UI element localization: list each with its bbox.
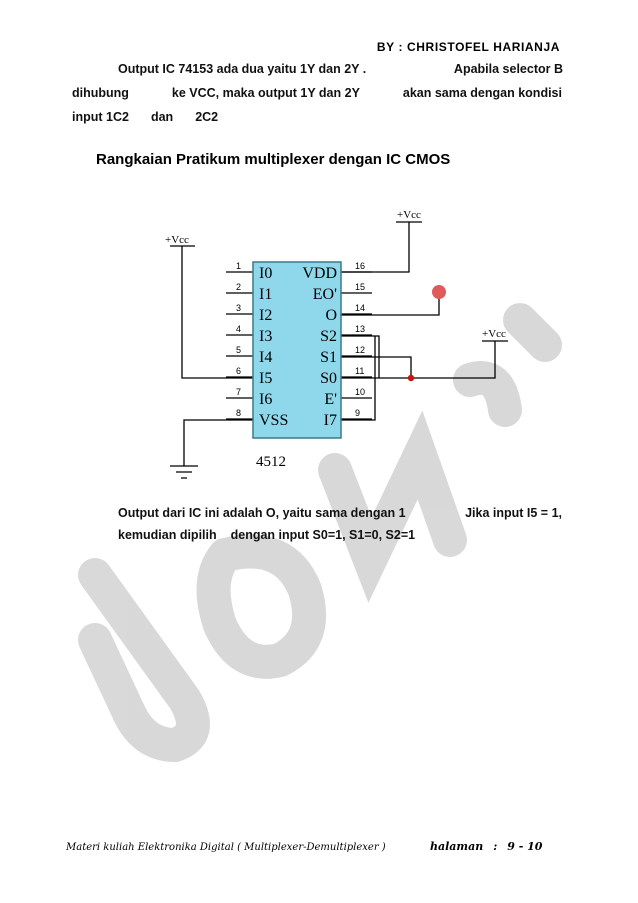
pin-name: VSS bbox=[259, 412, 288, 429]
output-text: dengan input S0=1, S1=0, S2=1 bbox=[230, 528, 416, 542]
wire-output-o bbox=[340, 335, 380, 378]
pin-name: VDD bbox=[302, 265, 337, 282]
wire-vss bbox=[183, 419, 253, 466]
pin-number: 11 bbox=[355, 366, 364, 376]
pin-name: I2 bbox=[259, 307, 272, 324]
pin-number: 2 bbox=[236, 282, 241, 292]
paragraph-text: dan bbox=[150, 110, 174, 124]
output-text: Output dari IC ini adalah O, yaitu sama … bbox=[118, 506, 406, 520]
wire-s0 bbox=[340, 341, 496, 379]
pin-name: I3 bbox=[259, 328, 272, 345]
pin-name: E' bbox=[324, 391, 337, 408]
output-line-1: Output dari IC ini adalah O, yaitu sama … bbox=[118, 506, 562, 520]
pin-number: 16 bbox=[355, 261, 365, 271]
vcc-label-right: +Vcc bbox=[482, 328, 506, 340]
pin-name: EO' bbox=[313, 286, 337, 303]
pin-name: I4 bbox=[259, 349, 272, 366]
paragraph-text: Apabila selector B bbox=[453, 62, 563, 76]
pin-lines bbox=[226, 271, 372, 420]
pin-name: I1 bbox=[259, 286, 272, 303]
footer-page-value: 9 - 10 bbox=[507, 840, 543, 853]
pin-number: 3 bbox=[236, 303, 241, 313]
output-line-2: kemudian dipilih dengan input S0=1, S1=0… bbox=[118, 528, 415, 542]
pin-number: 15 bbox=[355, 282, 365, 292]
section-heading: Rangkaian Pratikum multiplexer dengan IC… bbox=[96, 151, 451, 168]
wire-e-i7 bbox=[340, 336, 376, 421]
wire-led bbox=[340, 298, 440, 316]
ic-label: 4512 bbox=[256, 454, 286, 470]
footer-course-title: Materi kuliah Elektronika Digital ( Mult… bbox=[66, 842, 386, 853]
paragraph-line-2: dihubung ke VCC, maka output 1Y dan 2Y a… bbox=[72, 86, 562, 100]
pin-number: 5 bbox=[236, 345, 241, 355]
paragraph-line-1: Output IC 74153 ada dua yaitu 1Y dan 2Y … bbox=[118, 62, 563, 76]
wire-vcc-left bbox=[181, 246, 253, 379]
pin-number: 6 bbox=[236, 366, 241, 376]
footer-page-number: halaman : 9 - 10 bbox=[430, 840, 542, 853]
pin-number: 10 bbox=[355, 387, 365, 397]
led-indicator bbox=[432, 285, 446, 299]
paragraph-text: Output IC 74153 ada dua yaitu 1Y dan 2Y … bbox=[118, 62, 367, 76]
paragraph-text: 2C2 bbox=[195, 110, 219, 124]
pin-number: 12 bbox=[355, 345, 365, 355]
pin-name: I0 bbox=[259, 265, 272, 282]
pin-number: 8 bbox=[236, 408, 241, 418]
output-text: kemudian dipilih bbox=[118, 528, 217, 542]
ground-symbol bbox=[170, 465, 198, 479]
ic-body bbox=[252, 261, 342, 439]
pin-number: 1 bbox=[236, 261, 241, 271]
author-header: BY : CHRISTOFEL HARIANJA bbox=[376, 40, 560, 54]
wire-junction bbox=[407, 374, 415, 382]
pin-number: 14 bbox=[355, 303, 365, 313]
output-text: Jika input I5 = 1, bbox=[465, 506, 562, 520]
paragraph-text: akan sama dengan kondisi bbox=[402, 86, 562, 100]
pin-number: 9 bbox=[355, 408, 360, 418]
pin-name: I5 bbox=[259, 370, 272, 387]
footer-page-separator: : bbox=[493, 840, 498, 853]
pin-number: 13 bbox=[355, 324, 365, 334]
pin-name: S1 bbox=[320, 349, 337, 366]
footer-page-label: halaman bbox=[430, 840, 484, 853]
pin-number: 7 bbox=[236, 387, 241, 397]
pin-name: I7 bbox=[324, 412, 337, 429]
pin-name: S0 bbox=[320, 370, 337, 387]
vcc-label-top: +Vcc bbox=[397, 209, 421, 221]
wire-vcc-top bbox=[340, 222, 410, 273]
circuit-wires bbox=[170, 221, 508, 479]
paragraph-text: input 1C2 bbox=[72, 110, 129, 124]
paragraph-text: ke VCC, maka output 1Y dan 2Y bbox=[171, 86, 360, 100]
pin-number: 4 bbox=[236, 324, 241, 334]
pin-name: S2 bbox=[320, 328, 337, 345]
pin-name: I6 bbox=[259, 391, 272, 408]
wire-s2-junction bbox=[340, 356, 412, 378]
paragraph-line-3: input 1C2 dan 2C2 bbox=[72, 110, 218, 124]
vcc-label-left: +Vcc bbox=[165, 234, 189, 246]
paragraph-text: dihubung bbox=[72, 86, 129, 100]
pin-name: O bbox=[325, 307, 337, 324]
